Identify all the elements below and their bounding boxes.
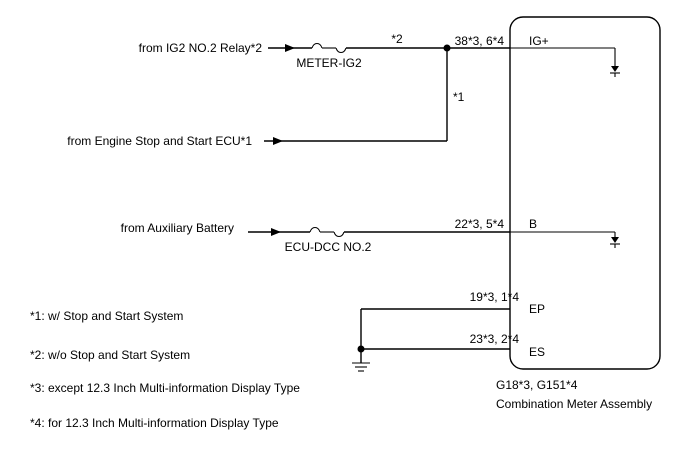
pin-es-number: 23*3, 2*4 [470,332,520,346]
pin-es-name: ES [529,345,545,359]
fuse-right-lobe [333,231,345,238]
fuse-ecu-dcc-label: ECU-DCC NO.2 [285,240,372,254]
component-name: Combination Meter Assembly [496,397,652,411]
wire-note-top: *2 [391,32,403,46]
fuse-meter-ig2-label: METER-IG2 [296,56,362,70]
pin-b-number: 22*3, 5*4 [455,217,505,231]
internal-load-igplus-icon [611,66,619,72]
junction-dot-ground [357,345,365,353]
ground-icon [352,362,370,372]
fuse-left-lobe [311,42,323,49]
fuse-right-lobe [335,47,347,54]
component-connectors: G18*3, G151*4 [496,378,578,392]
note-2: *2: w/o Stop and Start System [30,348,190,362]
note-3: *3: except 12.3 Inch Multi-information D… [30,381,300,395]
fuse-left-lobe [309,226,321,233]
pin-igplus-number: 38*3, 6*4 [455,34,505,48]
source-engine-ecu-label: from Engine Stop and Start ECU*1 [67,134,252,148]
combination-meter-box [509,16,661,370]
pin-b-name: B [529,217,537,231]
pin-ep-number: 19*3, 1*4 [470,290,520,304]
pin-ep-name: EP [529,302,545,316]
source-aux-battery-label: from Auxiliary Battery [121,221,234,235]
pin-igplus-name: IG+ [529,34,549,48]
wire-note-vertical: *1 [453,90,465,104]
note-1: *1: w/ Stop and Start System [30,309,183,323]
source-ig2-relay-label: from IG2 NO.2 Relay*2 [139,41,263,55]
internal-load-b-icon [611,237,619,243]
note-4: *4: for 12.3 Inch Multi-information Disp… [30,416,279,430]
